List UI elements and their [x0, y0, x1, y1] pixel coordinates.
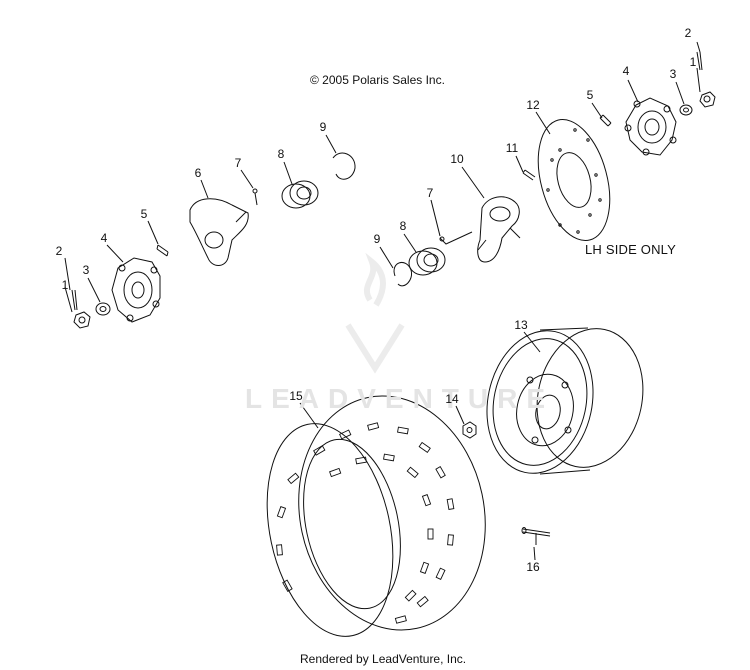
lh-side-only-note: LH SIDE ONLY [585, 242, 677, 257]
callout-12: 12 [526, 98, 540, 112]
tire [266, 395, 486, 637]
callout-8-right: 8 [399, 219, 407, 233]
callout-5-right: 5 [586, 88, 594, 102]
callout-9-left: 9 [319, 120, 327, 134]
knuckle-left [189, 198, 249, 266]
callout-4-right: 4 [622, 64, 630, 78]
hub-left [111, 257, 161, 323]
grease-fitting-left [252, 188, 258, 206]
bearing-left [281, 180, 319, 209]
callout-13: 13 [514, 318, 528, 332]
callout-16: 16 [526, 560, 540, 574]
callout-7-right: 7 [426, 186, 434, 200]
callout-6: 6 [194, 166, 202, 180]
callout-1-right: 1 [689, 55, 697, 69]
callout-14: 14 [445, 392, 459, 406]
watermark-logo [345, 252, 405, 374]
callout-5-left: 5 [140, 207, 148, 221]
castle-nut-right [699, 91, 716, 108]
callout-2-right: 2 [684, 26, 692, 40]
washer-right [679, 104, 693, 116]
callout-11: 11 [505, 141, 519, 155]
brake-disc [537, 119, 611, 241]
callout-7-left: 7 [234, 156, 242, 170]
cotter-pin-left [71, 289, 78, 311]
watermark-text: LEADVENTURE [245, 383, 555, 414]
washer-left [95, 302, 111, 316]
hub-right [624, 97, 677, 156]
lug-nut [462, 421, 477, 439]
caliper-knuckle-right [477, 196, 521, 263]
valve-stem [521, 527, 551, 545]
callout-15: 15 [289, 389, 303, 403]
callout-10: 10 [450, 152, 464, 166]
castle-nut-left [73, 311, 91, 329]
callout-1-left: 1 [61, 278, 69, 292]
wheel-stud-left [156, 244, 169, 257]
wheel-stud-right [599, 114, 612, 127]
cotter-pin-right [696, 51, 703, 71]
callout-2-left: 2 [55, 244, 63, 258]
rendered-by-text: Rendered by LeadVenture, Inc. [300, 652, 467, 666]
snap-ring-right [393, 261, 413, 287]
bearing-right [408, 247, 446, 276]
wheel-rim [486, 327, 644, 475]
callout-4-left: 4 [100, 231, 108, 245]
callout-3-left: 3 [82, 263, 90, 277]
callout-9-right: 9 [373, 232, 381, 246]
grease-fitting-right [439, 231, 473, 245]
leader-lines [64, 41, 701, 561]
copyright-text: © 2005 Polaris Sales Inc. [310, 73, 445, 87]
callout-8-left: 8 [277, 147, 285, 161]
bolt-caliper [522, 169, 536, 181]
callout-3-right: 3 [669, 67, 677, 81]
snap-ring-left [332, 152, 356, 180]
